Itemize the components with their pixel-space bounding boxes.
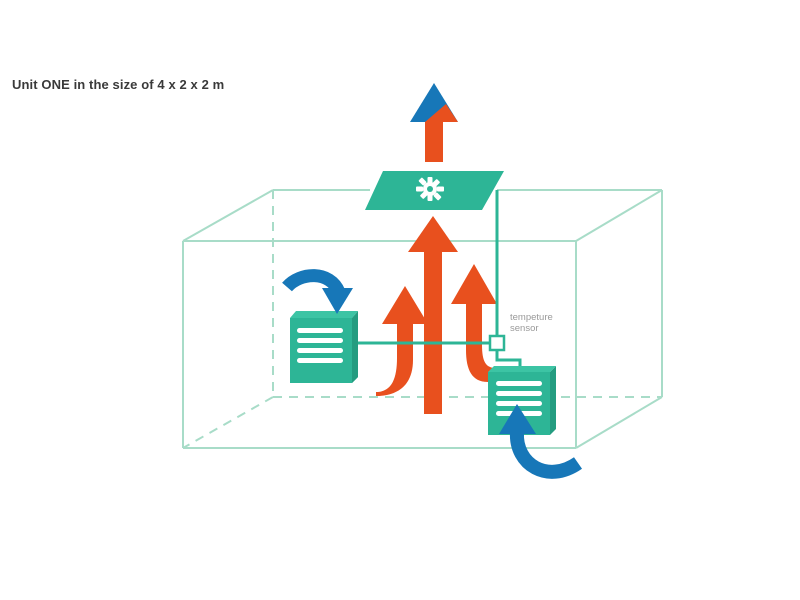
vent-grille-icon	[297, 328, 343, 363]
left-vent-unit	[290, 311, 358, 383]
room-bottom-right-diag	[575, 396, 663, 449]
room-box	[182, 189, 663, 449]
cold-air-arrow-left	[282, 269, 353, 314]
sensor-label-line1: tempeture	[510, 312, 553, 323]
exhaust-arrow	[410, 83, 458, 162]
hot-air-arrows	[376, 216, 497, 414]
sensor-label-line2: sensor	[510, 323, 539, 334]
room-top-right-diag	[575, 189, 663, 242]
vent-grille-icon	[496, 381, 542, 416]
fan-unit	[365, 171, 504, 210]
room-hidden-edges	[182, 190, 662, 449]
cold-air-arrow-right	[499, 404, 583, 479]
temperature-sensor-icon	[488, 334, 506, 352]
cold-air-arrows	[282, 269, 583, 479]
room-top-left-diag	[182, 189, 274, 242]
hot-air-arrow-left	[376, 286, 428, 396]
hot-air-arrow-center	[408, 216, 458, 414]
fan-icon	[416, 177, 444, 201]
hot-air-arrow-right	[451, 264, 497, 382]
diagram-title: Unit ONE in the size of 4 x 2 x 2 m	[12, 77, 225, 92]
